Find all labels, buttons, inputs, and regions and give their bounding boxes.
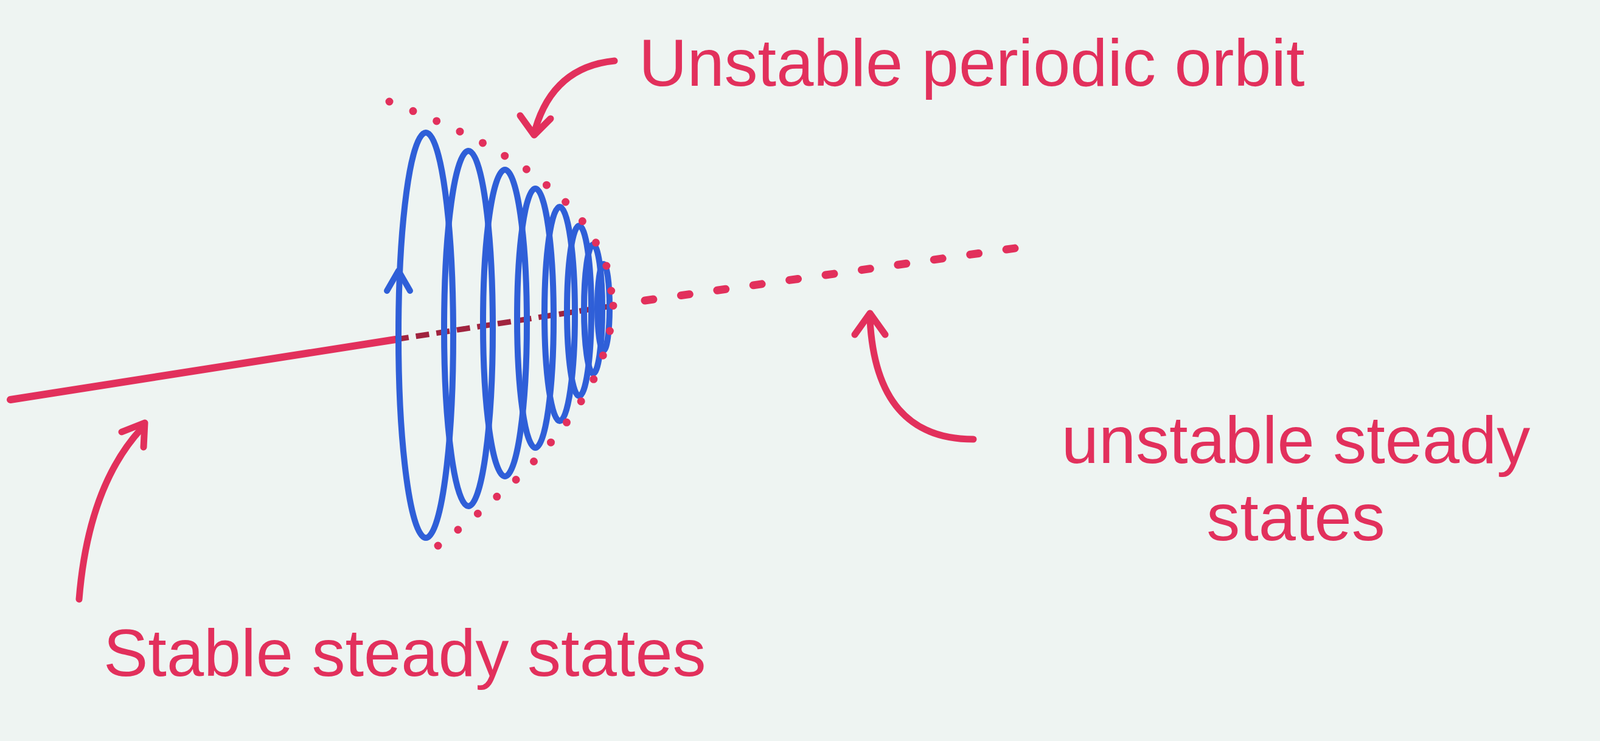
unstable-branch — [644, 244, 1041, 301]
stable-branch-dashed — [395, 306, 613, 340]
orbit-loop — [597, 264, 610, 351]
orbit-envelope — [438, 305, 614, 546]
leader-lines — [79, 60, 974, 600]
unstable-states-label: unstable steady states — [1034, 401, 1558, 556]
leader-arrowhead — [520, 115, 551, 136]
leader-arrowhead — [854, 313, 886, 335]
leader-arrowhead — [121, 422, 145, 448]
orbit-label: Unstable periodic orbit — [638, 24, 1310, 102]
orbit-loop — [483, 169, 527, 477]
leader-line — [79, 428, 142, 600]
stable-branch — [10, 339, 396, 400]
stable-states-label: Stable steady states — [103, 614, 712, 692]
orbit-envelope — [389, 101, 614, 306]
orbit-loops — [386, 132, 610, 538]
orbit-direction-arrow — [386, 270, 411, 291]
